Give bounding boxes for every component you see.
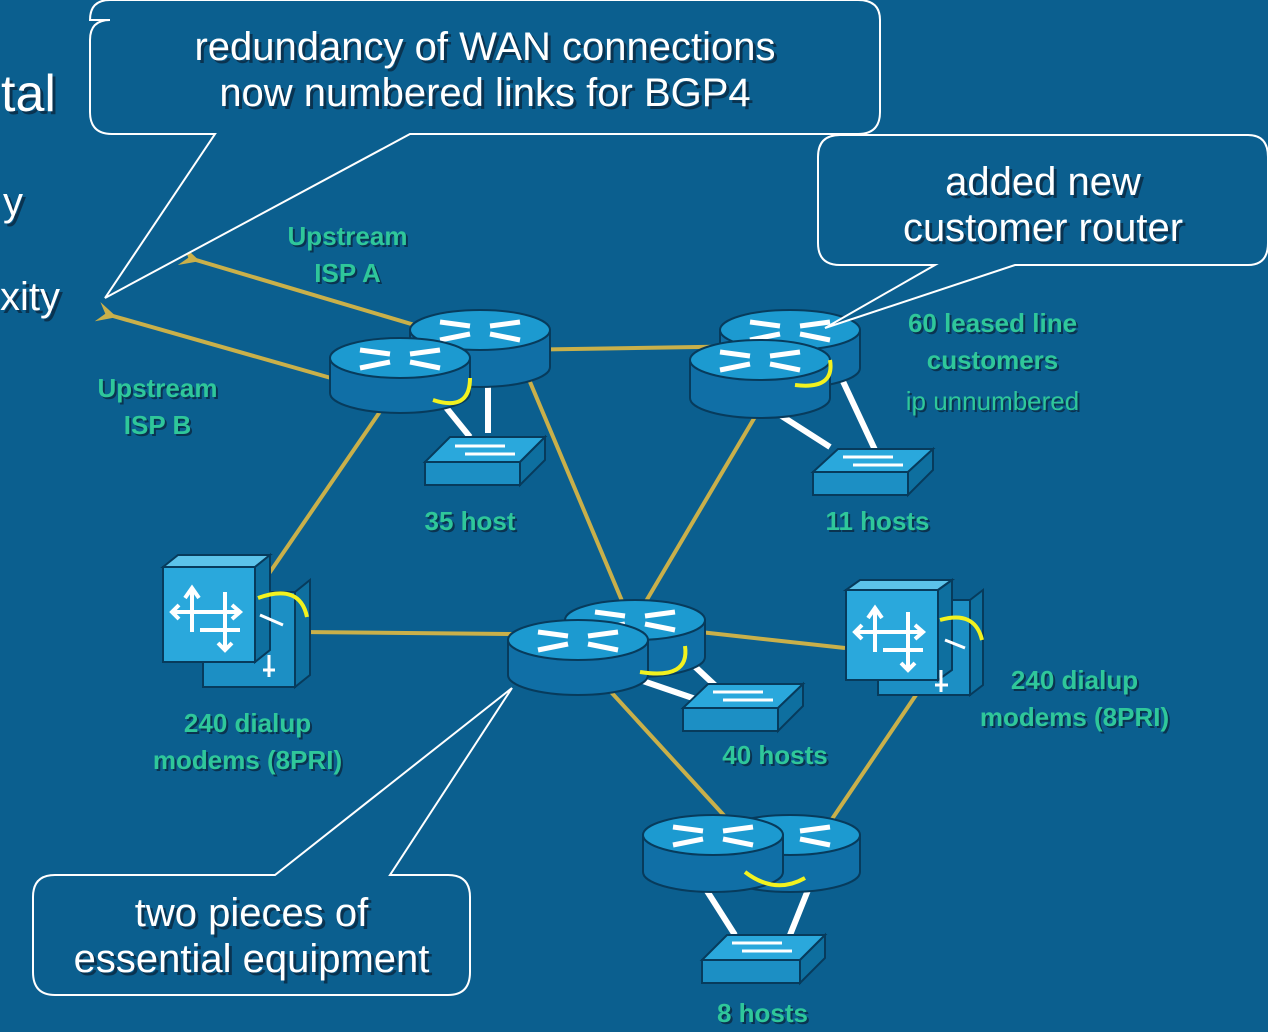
background-text-fragment: xity	[0, 275, 60, 319]
callout-wan-bubble	[88, 0, 881, 299]
label-ip-unnumbered: ip unnumbered	[905, 386, 1080, 416]
label-line: modems (8PRI)	[979, 702, 1170, 732]
callout-router-bubble	[817, 134, 1268, 329]
link-center-to-bottom	[598, 678, 732, 824]
callout-line: essential equipment	[73, 937, 430, 981]
callout-line: added new	[945, 160, 1141, 204]
callout-equipment-bubble	[32, 687, 513, 996]
link-dialup-left-to-center	[299, 630, 513, 636]
link-center-to-dialup-right	[699, 630, 846, 650]
label-isp-a: Upstream ISP A	[265, 218, 430, 292]
callout-line: now numbered links for BGP4	[219, 71, 751, 115]
callout-line: two pieces of	[134, 891, 369, 935]
label-40-hosts: 40 hosts	[722, 740, 828, 770]
label-35-host: 35 host	[424, 506, 516, 536]
redundancy-arc-modem-right	[939, 615, 984, 641]
label-dialup-right: 240 dialup modems (8PRI)	[952, 662, 1197, 736]
label-line: Upstream	[97, 373, 218, 403]
upstream-arrow-isp-b	[94, 302, 339, 382]
switch-35-hosts	[422, 434, 548, 488]
background-text-fragment: y	[3, 180, 23, 224]
label-line: Upstream	[287, 221, 408, 251]
link-dialup-right-to-bottom	[828, 690, 920, 824]
redundancy-arc-center	[639, 645, 688, 676]
label-line: 240 dialup	[1010, 665, 1139, 695]
label-dialup-left: 240 dialup modems (8PRI)	[125, 705, 370, 779]
redundancy-arc-bottom	[743, 870, 806, 888]
link-core-top-to-center	[523, 369, 627, 609]
label-line: customers	[926, 345, 1059, 375]
network-links	[266, 344, 920, 824]
label-8-hosts: 8 hosts	[716, 998, 809, 1028]
callout-router-text: added new customer router	[820, 159, 1266, 251]
router-center-front	[507, 619, 649, 696]
label-line: 240 dialup	[183, 708, 312, 738]
router-bottom-front	[642, 814, 784, 893]
modem-stack-left	[160, 552, 311, 690]
callout-line: redundancy of WAN connections	[194, 25, 776, 69]
label-11-hosts: 11 hosts	[825, 506, 930, 536]
router-customer-front	[689, 339, 831, 419]
upstream-arrow-isp-a	[177, 245, 419, 328]
label-line: modems (8PRI)	[152, 745, 343, 775]
callout-line: customer router	[902, 206, 1184, 250]
redundancy-arc-core-top	[432, 377, 472, 406]
switch-11-hosts	[810, 446, 936, 498]
redundancy-arc-customer	[794, 359, 833, 388]
router-core-top-back	[409, 309, 551, 388]
label-line: 60 leased line	[907, 308, 1078, 338]
redundancy-arc-modem-left	[257, 591, 309, 618]
switch-40-hosts	[680, 681, 806, 734]
callout-wan-text: redundancy of WAN connections now number…	[92, 24, 878, 116]
label-leased-line-customers: 60 leased line customers	[880, 305, 1105, 379]
callout-equipment-text: two pieces of essential equipment	[35, 890, 468, 982]
label-line: ISP A	[314, 258, 381, 288]
label-isp-b: Upstream ISP B	[75, 370, 240, 444]
background-text-fragment: tal	[1, 65, 56, 123]
label-line: ISP B	[123, 410, 192, 440]
link-customer-to-center	[640, 403, 764, 610]
link-core-top-to-dialup-left	[266, 398, 390, 577]
switch-8-hosts	[699, 932, 828, 986]
